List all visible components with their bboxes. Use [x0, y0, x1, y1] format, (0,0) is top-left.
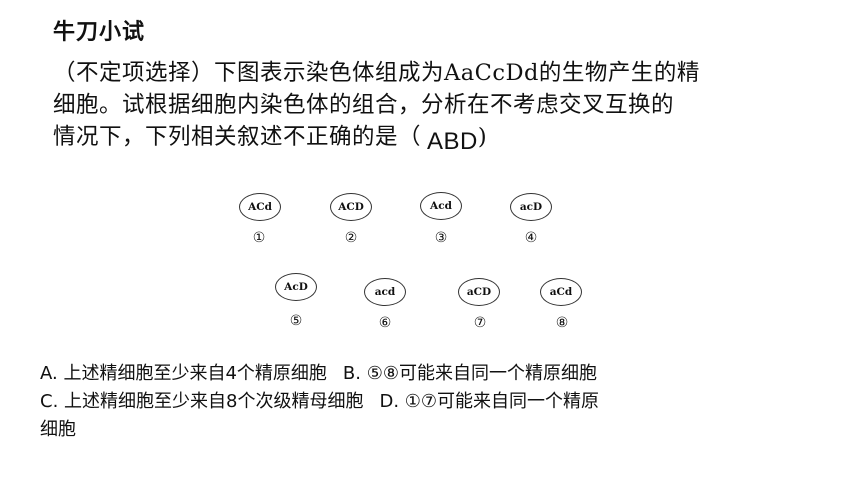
sperm-cell-6: acd	[364, 278, 406, 306]
answer-close: )	[477, 124, 488, 150]
sperm-cell-7: aCD	[458, 278, 500, 306]
cell-number-6: ⑥	[378, 315, 392, 331]
sperm-cell-8: aCd	[540, 278, 582, 306]
sperm-cell-2: ACD	[330, 193, 372, 221]
question-line-1: （不定项选择）下图表示染色体组成为AaCcDd的生物产生的精	[53, 60, 700, 86]
option-a: A. 上述精细胞至少来自4个精原细胞	[40, 363, 327, 384]
sperm-cell-1: ACd	[239, 193, 281, 221]
option-d: D. ①⑦可能来自同一个精原	[379, 391, 600, 412]
option-c: C. 上述精细胞至少来自8个次级精母细胞	[40, 391, 364, 412]
answer-text: ABD	[427, 128, 478, 155]
question-line-3-text: 情况下，下列相关叙述不正确的是（	[53, 124, 422, 150]
cell-number-7: ⑦	[473, 315, 487, 331]
question-line-2: 细胞。试根据细胞内染色体的组合，分析在不考虑交叉互换的	[53, 92, 675, 118]
question-text: （不定项选择）下图表示染色体组成为AaCcDd的生物产生的精 细胞。试根据细胞内…	[53, 57, 843, 155]
cell-number-2: ②	[344, 230, 358, 246]
options-line-2: C. 上述精细胞至少来自8个次级精母细胞 D. ①⑦可能来自同一个精原	[40, 388, 840, 416]
cell-number-8: ⑧	[555, 315, 569, 331]
cell-number-5: ⑤	[289, 313, 303, 329]
question-line-3: 情况下，下列相关叙述不正确的是（ABD)	[53, 121, 843, 155]
option-b: B. ⑤⑧可能来自同一个精原细胞	[342, 363, 597, 384]
sperm-cell-5: AcD	[275, 273, 317, 301]
answer-options: A. 上述精细胞至少来自4个精原细胞 B. ⑤⑧可能来自同一个精原细胞 C. 上述…	[40, 360, 840, 444]
sperm-cell-4: acD	[510, 193, 552, 221]
cell-number-1: ①	[252, 230, 266, 246]
page-title: 牛刀小试	[53, 20, 146, 45]
options-line-1: A. 上述精细胞至少来自4个精原细胞 B. ⑤⑧可能来自同一个精原细胞	[40, 360, 840, 388]
cell-number-3: ③	[434, 230, 448, 246]
cell-number-4: ④	[524, 230, 538, 246]
options-line-3: 细胞	[40, 419, 76, 440]
sperm-cell-3: Acd	[420, 192, 462, 220]
